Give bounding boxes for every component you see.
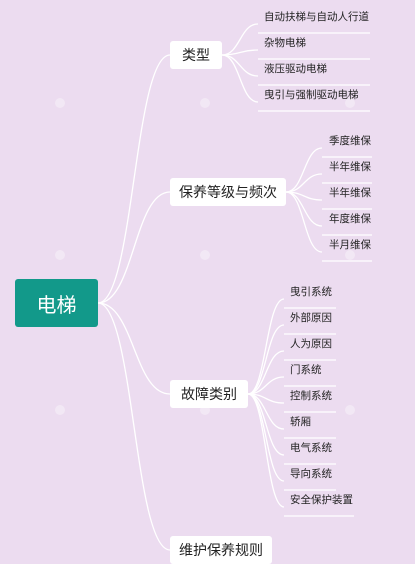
watermark-dot (345, 250, 355, 260)
watermark-dot (55, 250, 65, 260)
branch-leaf-connector (247, 298, 285, 395)
branch-node-maintenance-rules[interactable]: 维护保养规则 (170, 536, 272, 564)
watermark-dot (345, 405, 355, 415)
watermark-dot (55, 98, 65, 108)
watermark-dot (200, 98, 210, 108)
branch-leaf-connector (221, 49, 259, 56)
leaf-node[interactable]: 轿厢 (290, 416, 311, 428)
leaf-node[interactable]: 年度维保 (329, 213, 371, 225)
watermark-dot (200, 250, 210, 260)
leaf-node[interactable]: 人为原因 (290, 338, 332, 350)
branch-leaf-connector (285, 147, 323, 193)
leaf-node[interactable]: 外部原因 (290, 312, 332, 324)
leaf-node[interactable]: 杂物电梯 (264, 37, 306, 49)
branch-leaf-connector (247, 350, 285, 395)
leaf-node[interactable]: 半年维保 (329, 187, 371, 199)
leaf-node[interactable]: 半月维保 (329, 239, 371, 251)
branch-leaf-connector (247, 324, 285, 395)
root-branch-connector (97, 302, 171, 551)
leaf-node[interactable]: 导向系统 (290, 468, 332, 480)
watermark-dot (200, 405, 210, 415)
leaf-node[interactable]: 曳引与强制驱动电梯 (264, 89, 359, 101)
branch-node-type[interactable]: 类型 (170, 41, 222, 69)
branch-leaf-connector (285, 173, 323, 193)
root-branch-connector (97, 191, 171, 304)
leaf-node[interactable]: 季度维保 (329, 135, 371, 147)
leaf-node[interactable]: 液压驱动电梯 (264, 63, 327, 75)
watermark-dot (345, 98, 355, 108)
leaf-node[interactable]: 曳引系统 (290, 286, 332, 298)
root-branch-connector (97, 54, 171, 304)
leaf-node[interactable]: 电气系统 (290, 442, 332, 454)
branch-leaf-connector (221, 54, 259, 103)
branch-node-fault-category[interactable]: 故障类别 (170, 380, 248, 408)
watermark-dot (55, 405, 65, 415)
branch-node-maintenance-level[interactable]: 保养等级与频次 (170, 178, 286, 206)
branch-leaf-connector (247, 393, 285, 482)
leaf-node[interactable]: 门系统 (290, 364, 322, 376)
branch-leaf-connector (221, 23, 259, 56)
leaf-node[interactable]: 自动扶梯与自动人行道 (264, 11, 369, 23)
branch-leaf-connector (247, 376, 285, 395)
root-branch-connector (97, 302, 171, 395)
branch-leaf-connector (221, 54, 259, 77)
branch-leaf-connector (285, 191, 323, 253)
leaf-node[interactable]: 半年维保 (329, 161, 371, 173)
leaf-node[interactable]: 控制系统 (290, 390, 332, 402)
leaf-node[interactable]: 安全保护装置 (290, 494, 353, 506)
root-node[interactable]: 电梯 (15, 279, 98, 327)
branch-leaf-connector (247, 393, 285, 508)
